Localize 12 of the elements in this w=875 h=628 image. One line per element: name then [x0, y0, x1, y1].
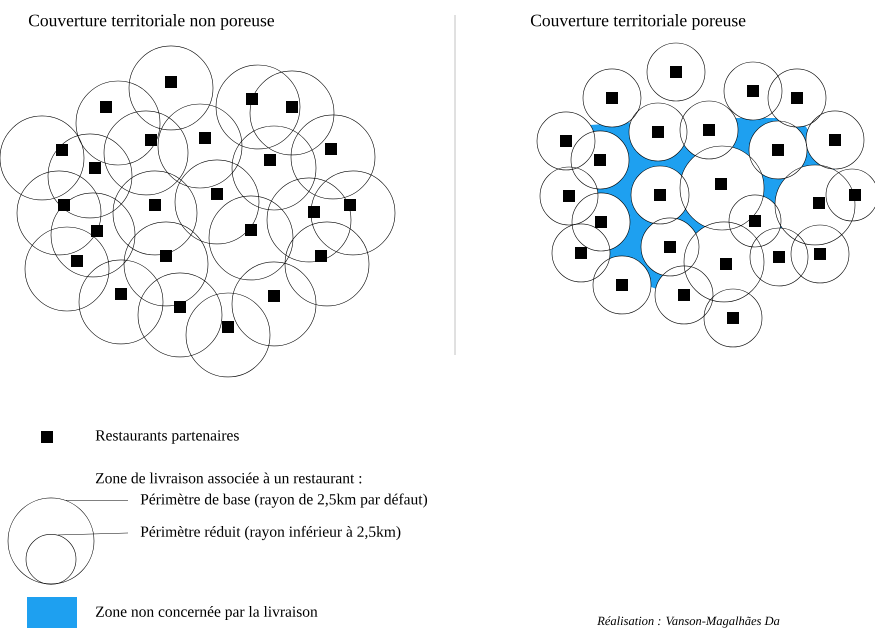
zone-circle	[8, 498, 94, 584]
legend-heading: Zone de livraison associée à un restaurant :	[96, 472, 362, 484]
credit-text: Réalisation : Vanson-Magalhães Da	[597, 616, 780, 628]
legend-text: Restaurants partenaires	[96, 430, 239, 444]
panel-title: Couverture territoriale non poreuse	[28, 14, 274, 30]
leader-text: Périmètre réduit (rayon inférieur à 2,5km)	[140, 526, 400, 540]
leader-text: Périmètre de base (rayon de 2,5km par défaut)	[140, 493, 428, 508]
leader-line	[66, 500, 128, 501]
zone-circle	[26, 534, 76, 585]
panel-title: Couverture territoriale poreuse	[530, 14, 746, 30]
legend-text: Zone non concernée par la livraison	[96, 606, 318, 620]
leader-line	[58, 532, 128, 536]
